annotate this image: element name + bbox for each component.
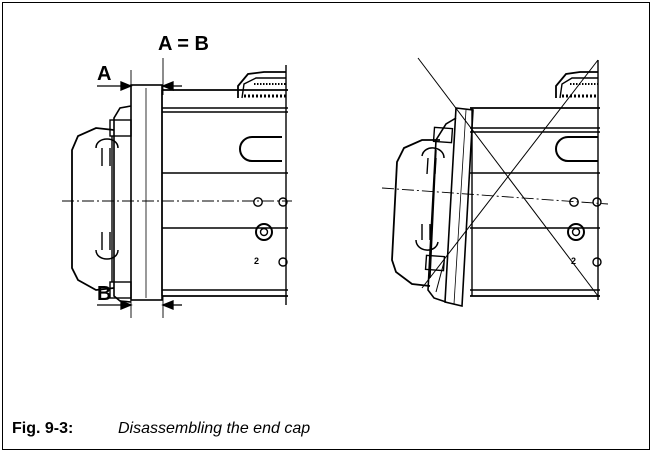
dimension-b [97, 296, 182, 318]
left-end-cap [71, 105, 132, 303]
right-centerline [381, 187, 609, 205]
right-position-indicator [555, 71, 598, 99]
figure-frame [2, 2, 650, 450]
right-end-cap [391, 117, 457, 303]
left-actuator-housing [161, 65, 288, 305]
left-view [62, 58, 292, 318]
figure-number: Fig. 9-3: [12, 420, 74, 437]
left-position-indicator [237, 71, 286, 99]
right-actuator-housing [470, 60, 602, 300]
cross-out-lines [417, 57, 599, 297]
right-flange [444, 107, 474, 307]
figure-caption-text: Disassembling the end cap [118, 420, 311, 437]
right-view [381, 57, 609, 307]
hole-number-left: 2 [254, 256, 259, 266]
left-flange [130, 84, 163, 301]
hole-number-right: 2 [571, 256, 576, 266]
equation-label: A = B [158, 33, 209, 55]
dimension-a-label: A [97, 63, 111, 85]
dimension-a [97, 58, 182, 95]
figure-caption: Fig. 9-3: Disassembling the end cap [12, 420, 310, 438]
dimension-b-label: B [97, 283, 111, 305]
